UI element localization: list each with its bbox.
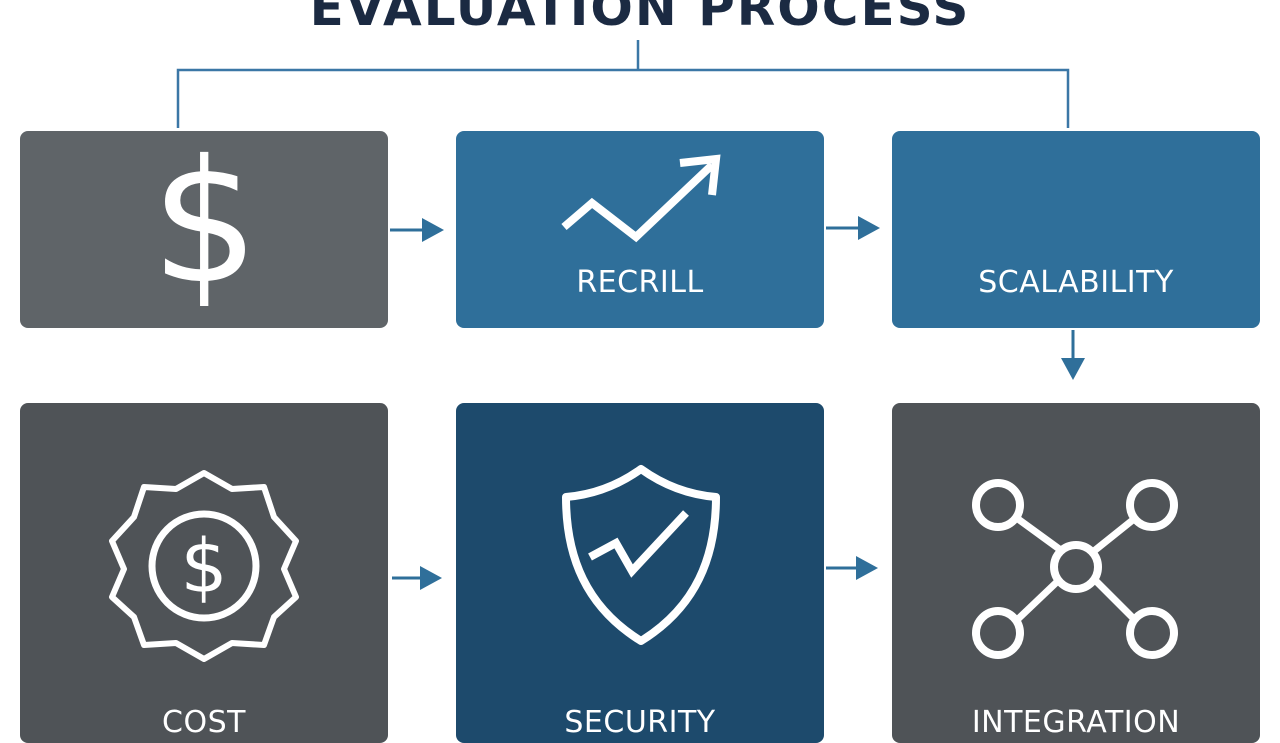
shield-check-icon: [562, 465, 720, 645]
diagram-title: EVALUATION PROCESS: [309, 0, 971, 37]
connectors: [176, 40, 1085, 590]
trend-up-arrow-icon: [561, 154, 721, 243]
step-box-security: SECURITY: [456, 403, 824, 743]
step-box-scalability: SCALABILITY: [892, 131, 1260, 328]
top-bracket-connector: [176, 68, 1070, 128]
step-box-integration: INTEGRATION: [892, 403, 1260, 743]
step-label-security: SECURITY: [564, 705, 716, 740]
dollar-sign-icon: $: [151, 141, 259, 321]
svg-text:$: $: [180, 524, 227, 610]
arrow-down: [1061, 330, 1085, 380]
network-nodes-icon: [972, 479, 1178, 659]
arrow-right-1: [390, 218, 444, 242]
step-label-integration: INTEGRATION: [971, 705, 1181, 740]
step-label-cost: COST: [162, 705, 246, 740]
arrow-right-3: [392, 566, 442, 590]
dollar-badge-icon: $: [109, 470, 299, 662]
step-box-recall: RECRILL: [456, 131, 824, 328]
step-label-recall: RECRILL: [576, 265, 704, 300]
arrow-right-2: [826, 216, 880, 240]
svg-text:$: $: [151, 141, 259, 321]
step-label-scalability: SCALABILITY: [978, 265, 1174, 300]
arrow-right-4: [826, 556, 878, 580]
step-box-cost: $ COST: [20, 403, 388, 743]
step-box-cost-top: $: [20, 131, 388, 328]
